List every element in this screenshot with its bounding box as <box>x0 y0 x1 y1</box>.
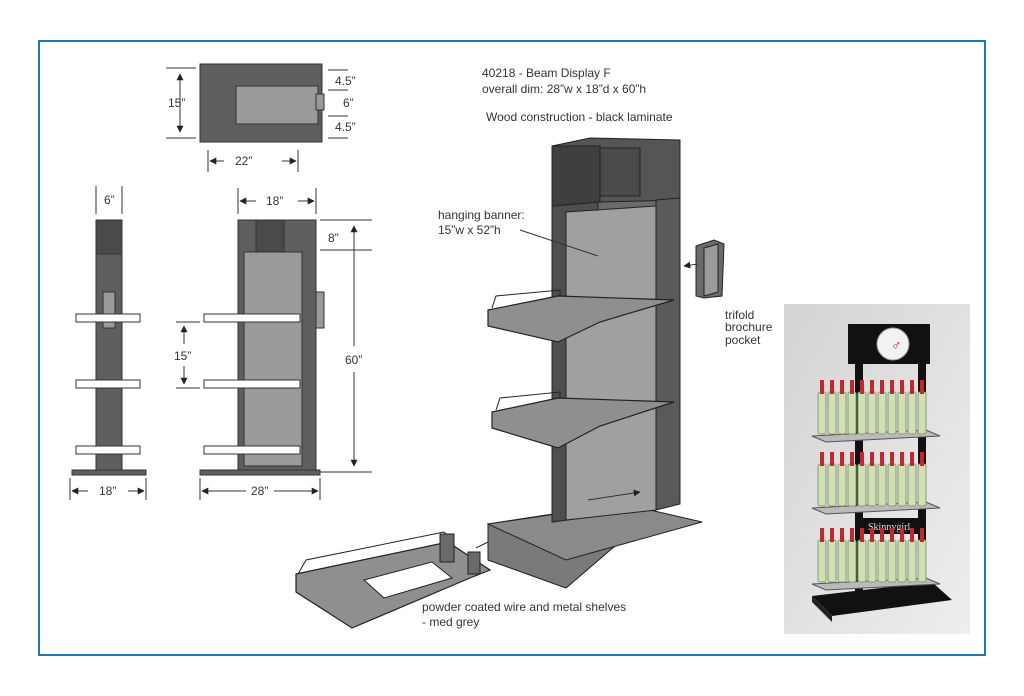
photo-bottle <box>837 463 847 507</box>
photo-bottle-cap <box>890 380 894 394</box>
photo-bottle <box>917 463 927 507</box>
photo-bottle <box>847 391 857 435</box>
photo-bottle-cap <box>920 452 924 466</box>
photo-bottle-cap <box>910 528 914 542</box>
photo-bottle-cap <box>830 452 834 466</box>
photo-bottle <box>827 463 837 507</box>
banner-callout-2: 15”w x 52”h <box>438 223 501 237</box>
photo-bottle <box>857 463 867 507</box>
photo-bottle <box>857 539 867 583</box>
top-width-label: 22” <box>235 154 252 168</box>
photo-bottle <box>837 539 847 583</box>
pocket-callout-1: trifold <box>725 308 754 322</box>
photo-bottle-cap <box>880 528 884 542</box>
photo-bottle-cap <box>850 452 854 466</box>
frame-border <box>38 40 986 656</box>
shelves-callout-1: powder coated wire and metal shelves <box>422 600 626 614</box>
photo-bottle <box>907 463 917 507</box>
photo-bottle-cap <box>860 452 864 466</box>
svg-text:♂: ♂ <box>891 339 902 354</box>
photo-bottle <box>877 391 887 435</box>
photo-bottle-cap <box>870 452 874 466</box>
front-header-label: 8” <box>328 231 339 245</box>
photo-bottle-cap <box>830 528 834 542</box>
banner-callout-1: hanging banner: <box>438 208 525 222</box>
front-spacing-label: 15” <box>174 349 191 363</box>
photo-bottle <box>817 463 827 507</box>
photo-bottle-cap <box>840 452 844 466</box>
pocket-callout-2: brochure <box>725 320 773 334</box>
photo-bottle-cap <box>820 380 824 394</box>
photo-bottle-cap <box>890 452 894 466</box>
top-side-bot: 4.5” <box>335 120 356 134</box>
top-view: 15” 22” 4.5” 6” 4.5” <box>166 63 356 172</box>
photo-bottle <box>847 463 857 507</box>
photo-bottle <box>847 539 857 583</box>
product-photo: ♂ Skinnygirl <box>784 304 970 634</box>
photo-bottle-cap <box>900 452 904 466</box>
photo-bottle-cap <box>860 380 864 394</box>
top-side-mid: 6” <box>343 96 354 110</box>
photo-bottle-cap <box>870 380 874 394</box>
photo-bottle <box>907 539 917 583</box>
photo-bottle <box>887 391 897 435</box>
photo-bottle <box>837 391 847 435</box>
photo-bottle <box>897 463 907 507</box>
top-depth-label: 15” <box>168 96 185 110</box>
photo-bottle <box>887 539 897 583</box>
photo-bottle <box>857 391 867 435</box>
photo-bottle-cap <box>850 380 854 394</box>
photo-bottle-cap <box>820 528 824 542</box>
front-bottom-label: 28” <box>251 484 268 498</box>
photo-bottle-cap <box>840 380 844 394</box>
perspective-view <box>295 137 725 629</box>
photo-sign-text: Skinnygirl <box>868 522 910 533</box>
photo-bottle-cap <box>920 380 924 394</box>
pocket-callout-3: pocket <box>725 333 761 347</box>
photo-bottle <box>817 391 827 435</box>
photo-bottle <box>867 463 877 507</box>
photo-bottle-cap <box>910 452 914 466</box>
photo-bottle-cap <box>880 380 884 394</box>
photo-bottle <box>867 391 877 435</box>
shelves-callout-2: - med grey <box>422 615 479 629</box>
photo-bottle-cap <box>900 528 904 542</box>
front-top-label: 18” <box>266 194 283 208</box>
photo-bottle <box>897 391 907 435</box>
photo-bottle <box>877 463 887 507</box>
title-line-2: overall dim: 28”w x 18”d x 60”h <box>482 82 646 96</box>
side-bottom-label: 18” <box>99 484 116 498</box>
photo-bottle-cap <box>920 528 924 542</box>
top-side-top: 4.5” <box>335 74 356 88</box>
photo-bottle <box>907 391 917 435</box>
photo-bottle-cap <box>910 380 914 394</box>
photo-bottle <box>887 463 897 507</box>
photo-bottle-cap <box>860 528 864 542</box>
photo-bottle <box>877 539 887 583</box>
photo-bottle <box>917 539 927 583</box>
photo-bottle <box>827 391 837 435</box>
photo-bottle <box>827 539 837 583</box>
front-view: 18” 8” 60” 15” 28” <box>174 188 372 500</box>
photo-bottle-cap <box>870 528 874 542</box>
photo-bottle-cap <box>830 380 834 394</box>
photo-bottle-cap <box>840 528 844 542</box>
photo-bottle <box>817 539 827 583</box>
photo-bottle <box>897 539 907 583</box>
side-top-label: 6” <box>104 193 115 207</box>
photo-bottle-cap <box>820 452 824 466</box>
side-view: 6” 18” <box>69 186 147 500</box>
photo-bottle-cap <box>900 380 904 394</box>
title-line-3: Wood construction - black laminate <box>486 110 673 124</box>
photo-bottle-cap <box>890 528 894 542</box>
photo-bottle <box>867 539 877 583</box>
title-line-1: 40218 - Beam Display F <box>482 66 611 80</box>
photo-bottle-cap <box>880 452 884 466</box>
photo-bottle-cap <box>850 528 854 542</box>
photo-bottle <box>917 391 927 435</box>
front-height-label: 60” <box>345 353 362 367</box>
